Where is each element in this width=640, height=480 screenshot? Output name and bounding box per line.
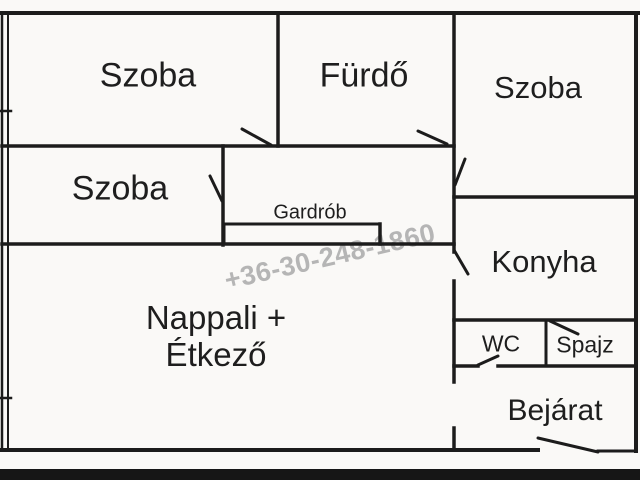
room-label-konyha: Konyha bbox=[491, 244, 597, 279]
door-swing-konyha bbox=[452, 248, 470, 276]
door-swing-szoba-middle-left bbox=[208, 174, 224, 203]
door-swing-szoba-top-right bbox=[453, 157, 467, 187]
door-swing-szoba-top-left bbox=[240, 127, 273, 147]
room-label-nappali-etkezo: Nappali + Étkező bbox=[146, 299, 286, 373]
exterior-walls bbox=[0, 11, 640, 453]
door-swing-wc bbox=[476, 354, 500, 367]
room-label-spajz: Spajz bbox=[556, 331, 614, 358]
door-swing-furdo bbox=[416, 129, 449, 146]
door-swings bbox=[208, 127, 600, 454]
room-label-wc: WC bbox=[481, 330, 521, 357]
room-label-szoba-top-right: Szoba bbox=[494, 70, 582, 105]
room-label-gardrob: Gardrób bbox=[273, 201, 347, 224]
room-label-szoba-top-left: Szoba bbox=[99, 56, 197, 95]
door-swing-spajz bbox=[548, 319, 580, 336]
room-label-nappali-line2: Étkező bbox=[165, 336, 267, 373]
door-swing-entrance bbox=[536, 436, 600, 454]
room-label-bejarat: Bejárat bbox=[507, 394, 603, 427]
interior-walls bbox=[0, 11, 638, 452]
room-label-furdo: Fürdő bbox=[319, 56, 409, 95]
bottom-black-bar bbox=[0, 469, 640, 480]
room-label-nappali-line1: Nappali + bbox=[145, 299, 287, 336]
room-label-szoba-middle-left: Szoba bbox=[71, 169, 169, 208]
